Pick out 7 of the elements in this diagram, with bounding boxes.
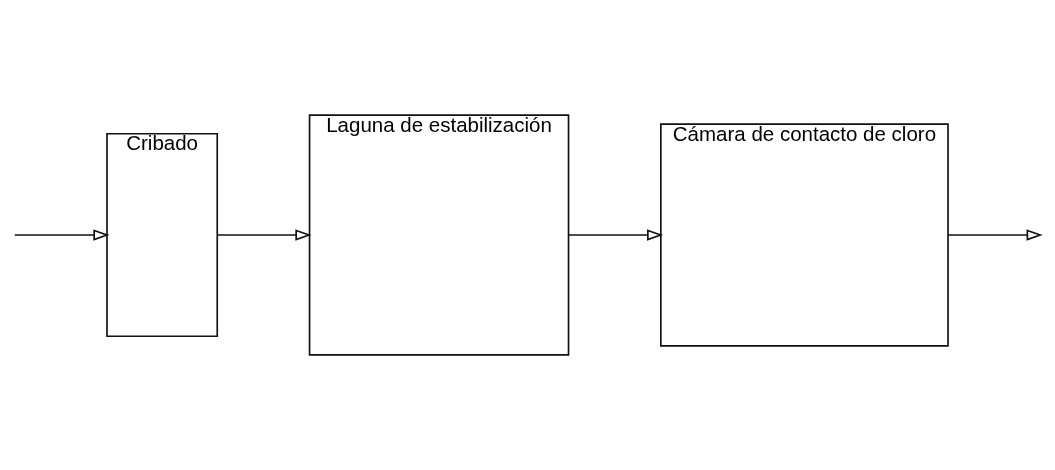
node-box: Laguna de estabilización: [308, 114, 570, 356]
arrow: [947, 229, 1043, 241]
arrow: [567, 229, 664, 241]
arrow: [13, 229, 110, 241]
arrow: [216, 229, 312, 241]
node-box: Cribado: [106, 132, 219, 338]
node-box: Cámara de contacto de cloro: [660, 123, 949, 347]
